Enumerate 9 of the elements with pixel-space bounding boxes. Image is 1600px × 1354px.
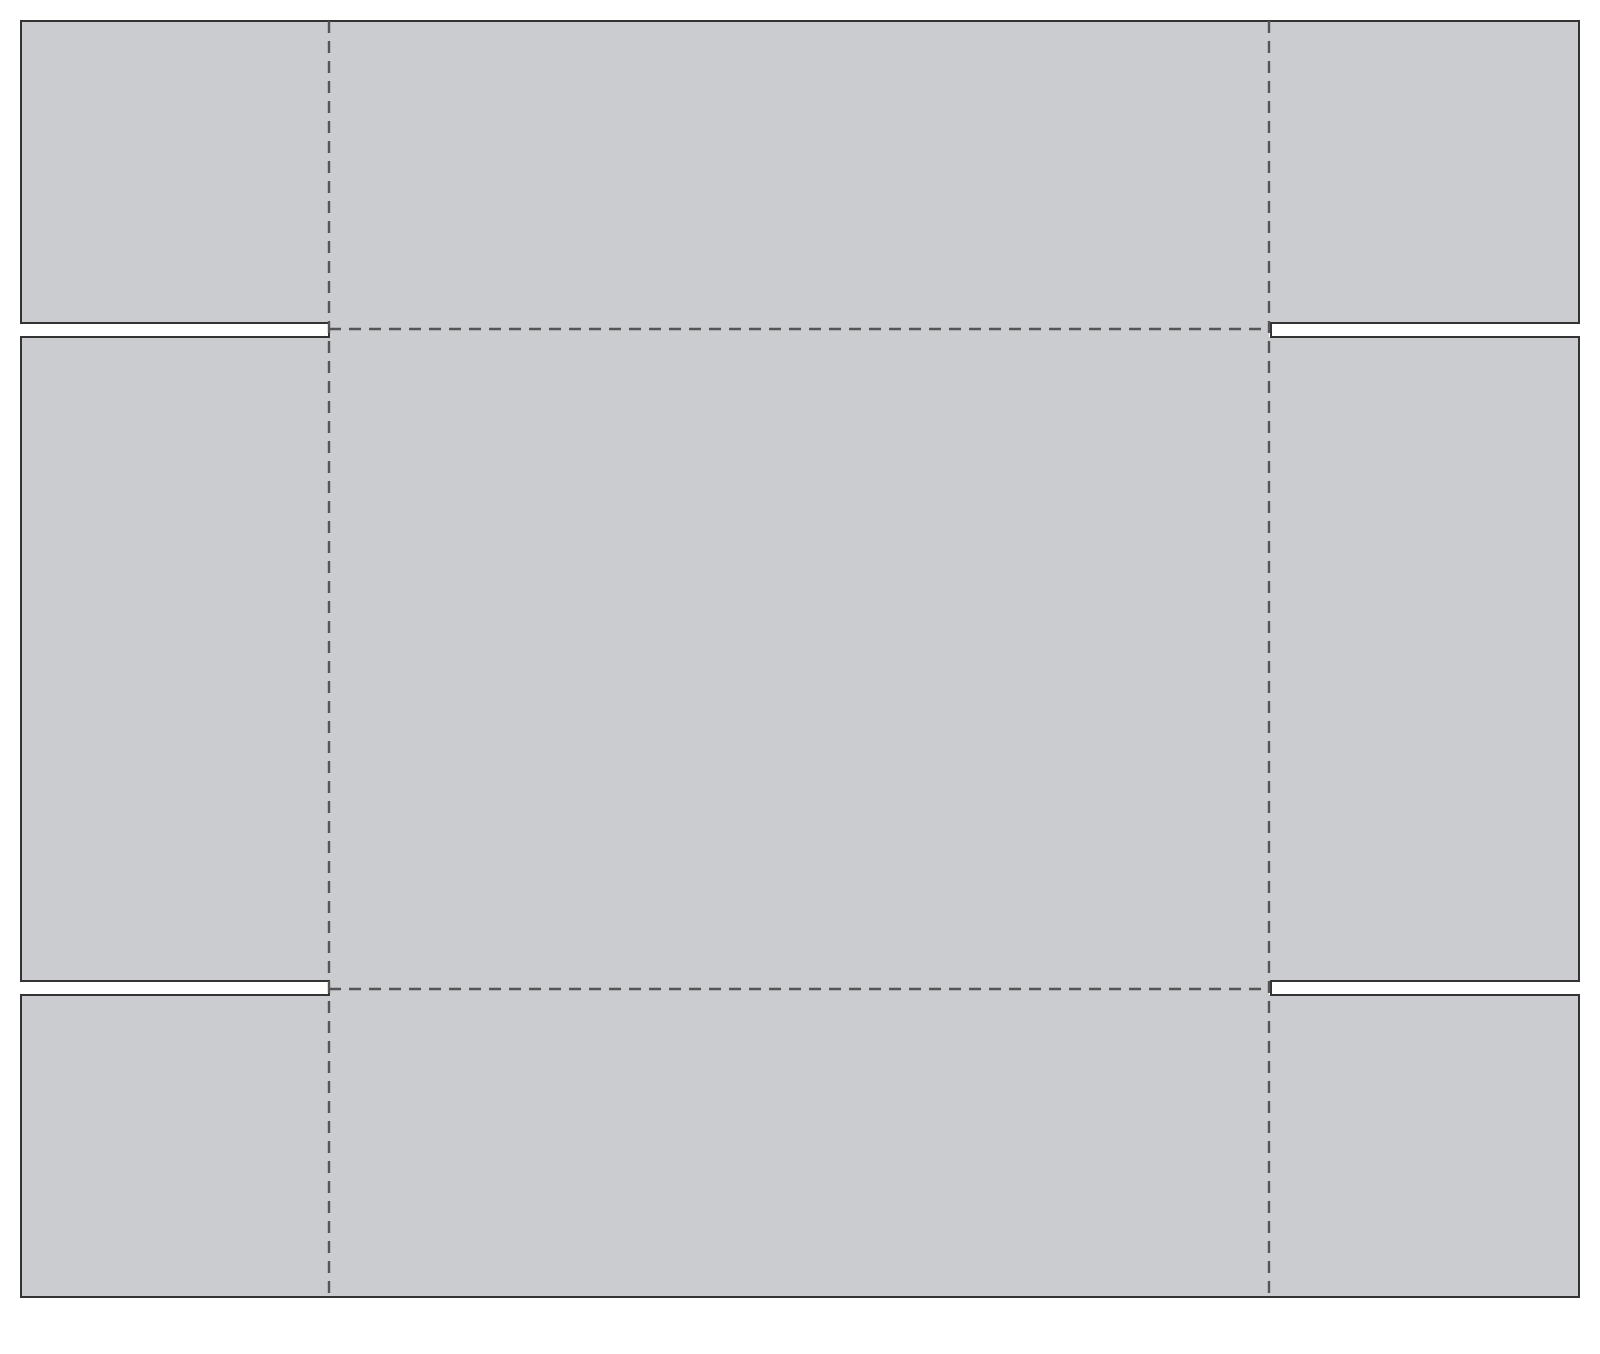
corner-flap (21, 995, 329, 1297)
corner-flap (21, 21, 329, 323)
end-panel (329, 21, 1269, 329)
corner-flap (1269, 995, 1579, 1297)
side-panel (1269, 337, 1579, 981)
corner-flap (1269, 21, 1579, 323)
base-panel (329, 329, 1269, 989)
end-panel (329, 989, 1269, 1297)
side-panel (21, 337, 329, 981)
